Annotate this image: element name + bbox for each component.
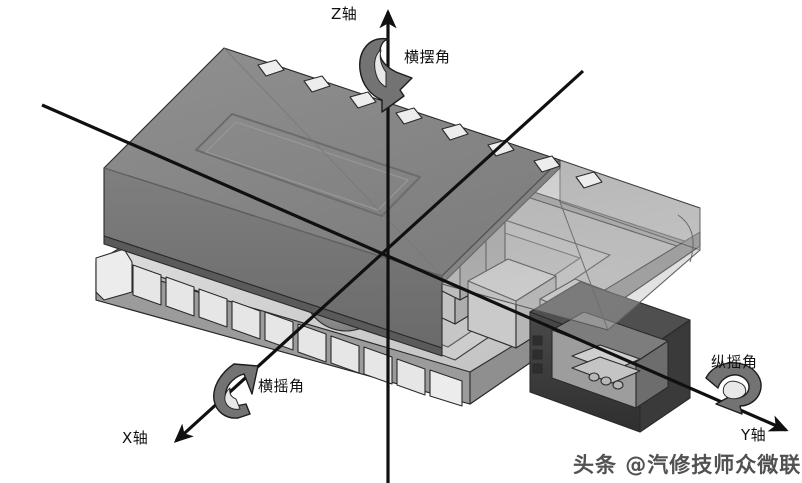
rotation-label-pitch: 纵摇角 — [711, 353, 758, 371]
axis-label-x: X轴 — [122, 429, 149, 447]
rotation-arrow-yaw — [359, 38, 413, 113]
rotation-arrow-pitch — [705, 362, 762, 415]
axis-label-y: Y轴 — [741, 426, 767, 444]
cover-edge-tabs — [257, 59, 603, 189]
axis-line-x — [173, 69, 585, 443]
watermark: 头条 @汽修技师众微联 — [573, 453, 802, 477]
rotation-label-roll: 横摇角 — [258, 377, 305, 395]
rotation-label-yaw: 横摆角 — [404, 48, 451, 66]
rotation-arrow-roll — [213, 363, 259, 419]
axis-label-z: Z轴 — [331, 5, 358, 23]
axis-line-y — [41, 103, 789, 432]
